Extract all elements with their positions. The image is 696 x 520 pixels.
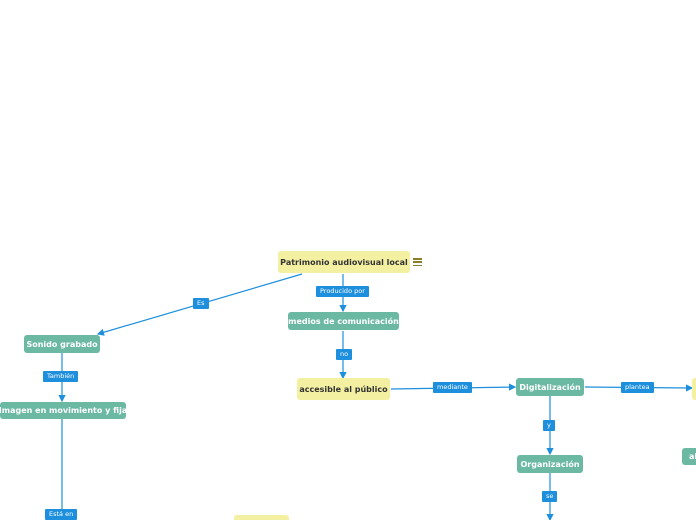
link-label-tambien[interactable]: También (43, 371, 79, 382)
link-label-producido-por[interactable]: Producido por (316, 286, 369, 297)
root-topic-label: Patrimonio audiovisual local (280, 257, 408, 267)
node-organizacion-label: Organización (520, 459, 580, 469)
node-medios-de-comunicacion[interactable]: medios de comunicación (288, 312, 399, 330)
node-digitalizacion[interactable]: Digitalización (516, 378, 584, 396)
node-organizacion[interactable]: Organización (517, 455, 583, 473)
node-accesible-label: accesible al público (299, 384, 388, 394)
node-imagen-label: Imagen en movimiento y fija (0, 406, 128, 415)
link-label-mediante[interactable]: mediante (433, 382, 472, 393)
node-sonido-grabado[interactable]: Sonido grabado (24, 335, 100, 353)
node-digitalizacion-label: Digitalización (519, 382, 581, 392)
link-label-plantea[interactable]: plantea (621, 382, 654, 393)
node-sonido-label: Sonido grabado (26, 339, 98, 349)
notes-icon[interactable] (413, 258, 422, 266)
node-partial-bottom[interactable] (234, 515, 289, 520)
link-label-se[interactable]: se (542, 491, 558, 502)
node-imagen-en-movimiento[interactable]: Imagen en movimiento y fija (0, 402, 128, 419)
node-partial-right-bottom[interactable]: al (682, 448, 696, 465)
link-label-y[interactable]: y (543, 420, 555, 431)
node-medios-label: medios de comunicación (288, 316, 399, 326)
node-accesible-al-publico[interactable]: accesible al público (297, 378, 390, 400)
node-partial-right-top[interactable] (692, 378, 696, 400)
link-label-esta-en[interactable]: Está en (45, 509, 78, 520)
link-label-no[interactable]: no (336, 349, 353, 360)
root-topic[interactable]: Patrimonio audiovisual local (278, 251, 410, 273)
node-partial-right-label: al (689, 452, 696, 461)
link-label-es[interactable]: Es (193, 298, 209, 309)
